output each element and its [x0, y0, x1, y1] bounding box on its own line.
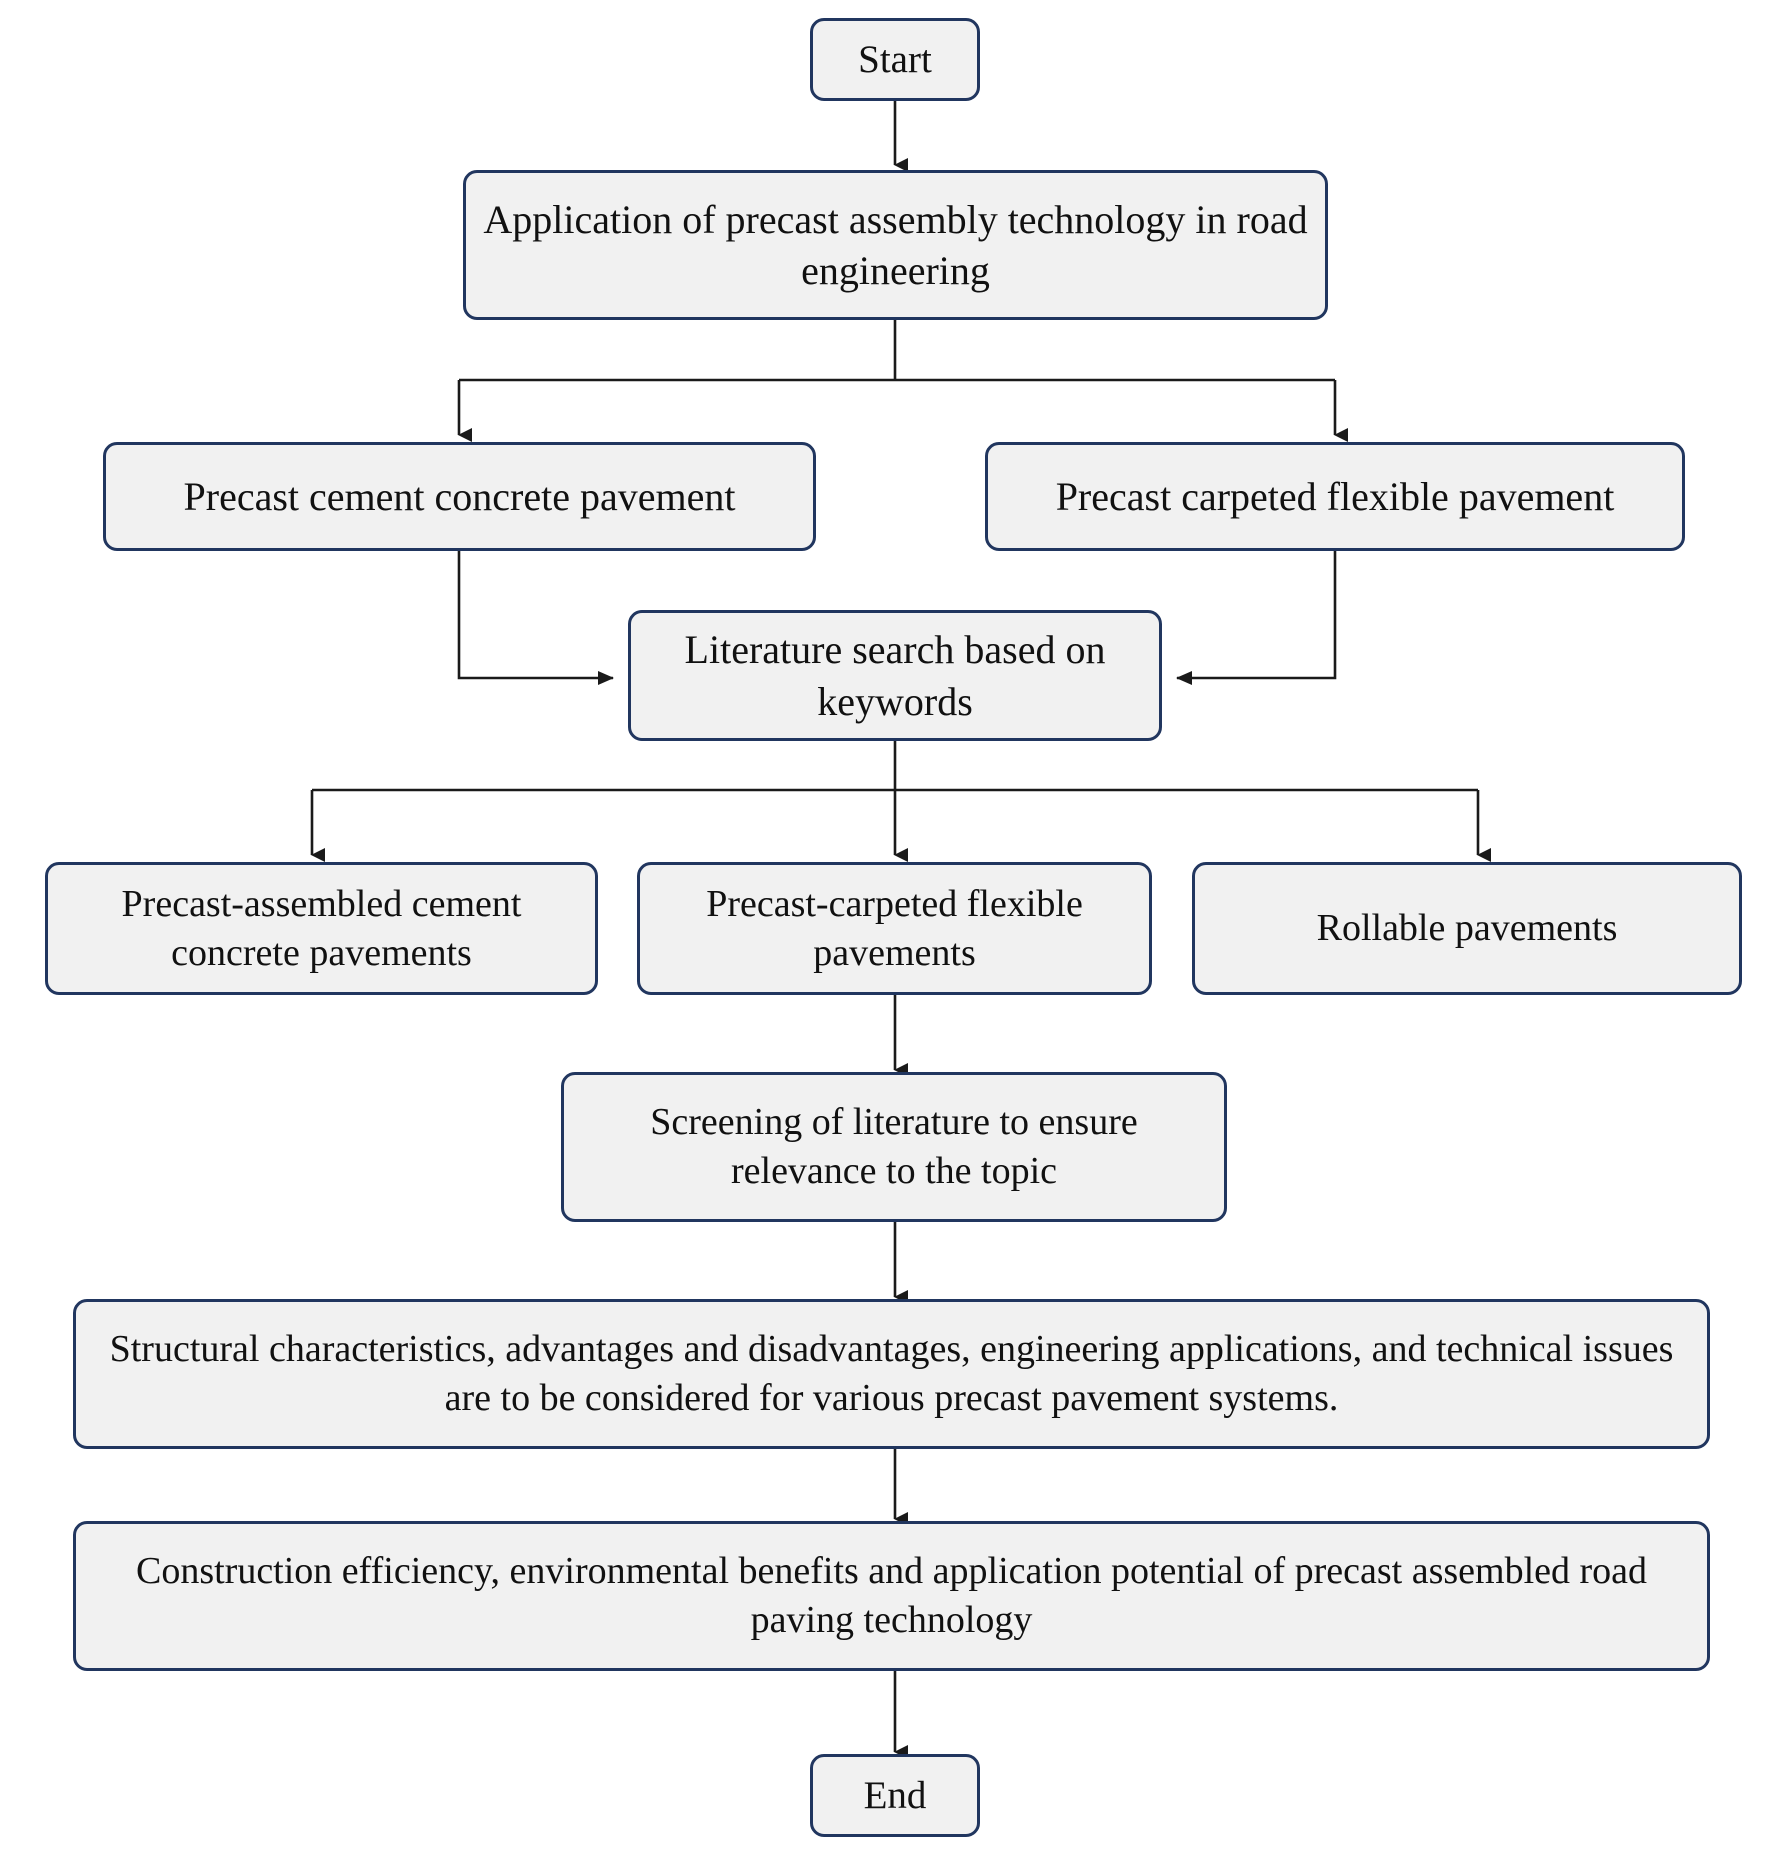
node-precast-carpeted-flexible-pavement-label: Precast carpeted flexible pavement [1055, 473, 1615, 519]
node-precast-carpeted-flexible-pavements[interactable]: Precast-carpeted flexible pavements [637, 862, 1152, 995]
edge-pcfp-to-search [1176, 551, 1337, 685]
node-start-label: Start [858, 37, 932, 81]
node-start[interactable]: Start [810, 18, 980, 101]
node-end-label: End [863, 1773, 927, 1817]
node-precast-carpeted-flexible-pavement[interactable]: Precast carpeted flexible pavement [985, 442, 1685, 551]
node-precast-assembled-cement-concrete-pavements[interactable]: Precast-assembled cement concrete paveme… [45, 862, 598, 995]
node-outcome-benefits-label: Construction efficiency, environmental b… [135, 1550, 1648, 1641]
node-rollable-pavements[interactable]: Rollable pavements [1192, 862, 1742, 995]
node-end[interactable]: End [810, 1754, 980, 1837]
node-precast-carpeted-flexible-pavements-label: Precast-carpeted flexible pavements [706, 882, 1083, 974]
node-screening-literature-label: Screening of literature to ensure releva… [650, 1101, 1138, 1192]
node-consideration-factors[interactable]: Structural characteristics, advantages a… [73, 1299, 1710, 1449]
node-rollable-pavements-label: Rollable pavements [1316, 907, 1618, 950]
node-literature-search[interactable]: Literature search based on keywords [628, 610, 1162, 741]
node-application-label: Application of precast assembly technolo… [483, 196, 1308, 293]
node-consideration-factors-label: Structural characteristics, advantages a… [109, 1328, 1674, 1419]
node-application[interactable]: Application of precast assembly technolo… [463, 170, 1328, 320]
node-screening-literature[interactable]: Screening of literature to ensure releva… [561, 1072, 1227, 1222]
node-outcome-benefits[interactable]: Construction efficiency, environmental b… [73, 1521, 1710, 1671]
node-literature-search-label: Literature search based on keywords [684, 627, 1106, 724]
edge-pccp-to-search [457, 551, 614, 685]
node-precast-assembled-cement-concrete-pavements-label: Precast-assembled cement concrete paveme… [121, 882, 522, 974]
node-precast-cement-concrete-pavement[interactable]: Precast cement concrete pavement [103, 442, 816, 551]
node-precast-cement-concrete-pavement-label: Precast cement concrete pavement [183, 473, 736, 519]
